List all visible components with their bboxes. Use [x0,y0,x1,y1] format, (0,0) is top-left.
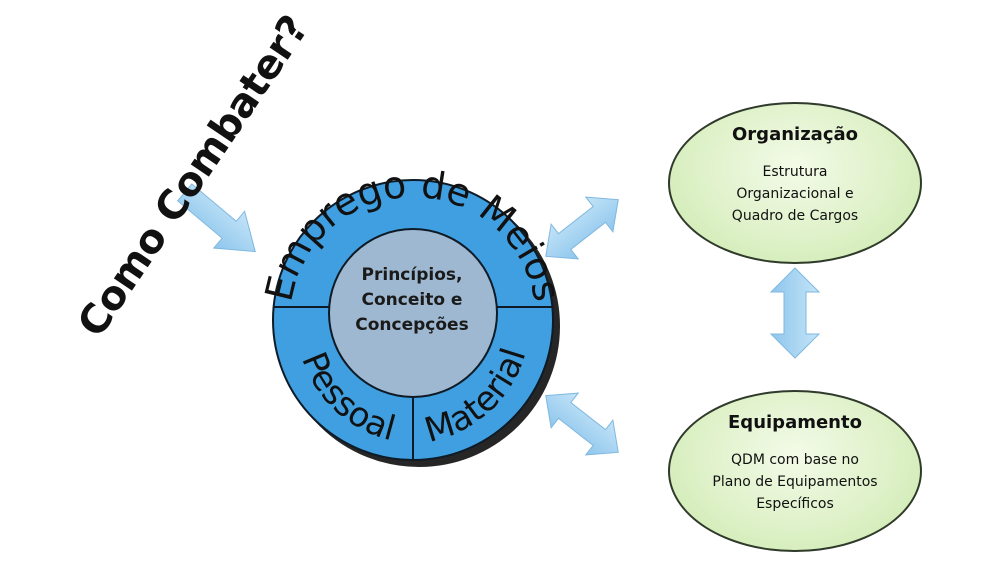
center-inner-text: Princípios, Conceito e Concepções [332,263,492,338]
double-arrow-org [545,196,619,260]
organizacao-ellipse: Organização Estrutura Organizacional e Q… [668,102,922,264]
double-arrow-vertical [769,267,821,359]
incoming-arrow [176,183,256,253]
equipamento-line-1: QDM com base no [731,452,859,468]
equipamento-line-2: Plano de Equipamentos [712,474,878,490]
inner-circle [328,228,498,398]
organizacao-line-1: Estrutura [762,164,828,180]
equipamento-body: QDM com base no Plano de Equipamentos Es… [670,449,920,515]
organizacao-line-3: Quadro de Cargos [731,208,859,224]
organizacao-line-2: Organizacional e [736,186,854,202]
center-line-2: Conceito e [361,290,463,310]
center-line-1: Princípios, [361,265,463,285]
center-line-3: Concepções [355,315,469,335]
double-arrow-equip [545,392,619,456]
equipamento-ellipse: Equipamento QDM com base no Plano de Equ… [668,390,922,552]
central-wheel: Emprego de Meios Pessoal Material [257,162,569,461]
organizacao-body: Estrutura Organizacional e Quadro de Car… [670,161,920,227]
equipamento-line-3: Específicos [756,496,834,512]
organizacao-title: Organização [732,124,858,145]
equipamento-title: Equipamento [728,412,862,433]
